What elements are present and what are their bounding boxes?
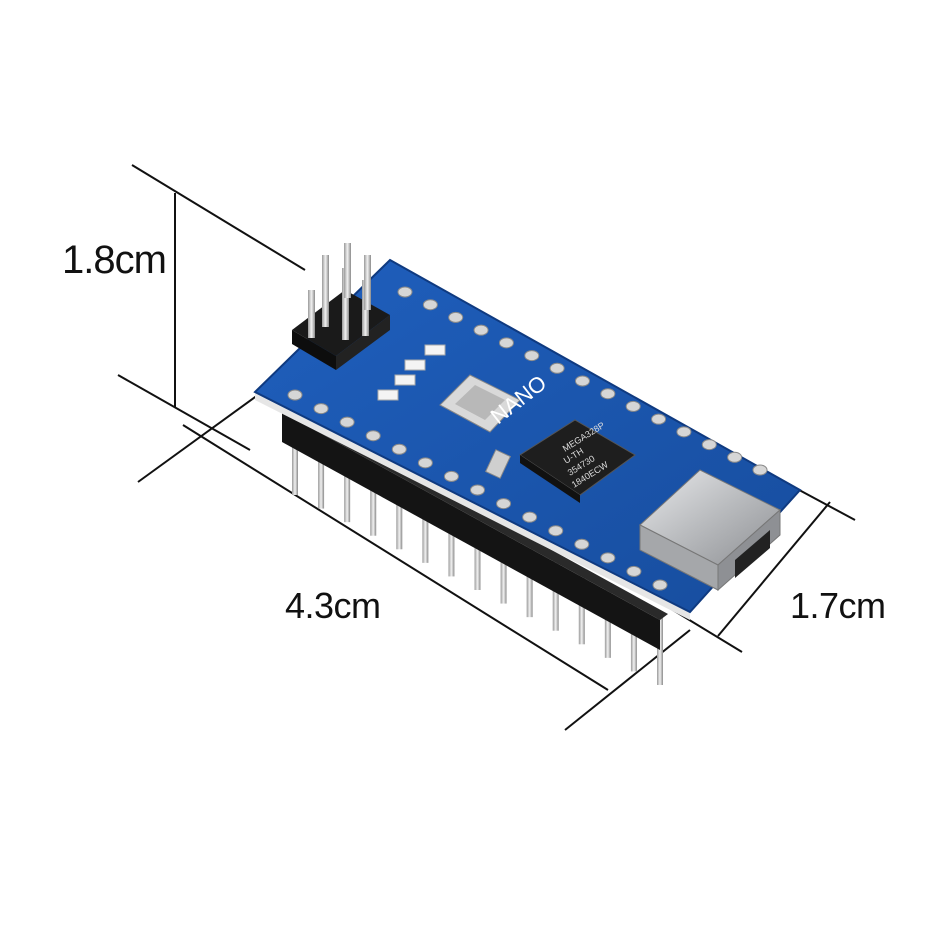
top-pad: [448, 311, 464, 323]
header-pin: [396, 479, 403, 550]
header-pin: [578, 574, 585, 645]
length-dimension-label: 4.3cm: [285, 585, 381, 626]
width-dimension-label: 1.7cm: [790, 585, 886, 626]
reset-button: [439, 374, 521, 433]
header-pin: [370, 465, 377, 536]
bottom-pad: [417, 457, 433, 469]
bottom-header-strip: [282, 412, 660, 650]
bottom-pad: [574, 538, 590, 550]
header-pin: [552, 560, 559, 631]
top-pad: [625, 400, 641, 412]
bottom-pad: [652, 579, 668, 591]
top-pad: [676, 426, 692, 438]
icsp-header: [292, 243, 390, 370]
header-pin: [448, 506, 455, 577]
top-pad: [397, 286, 413, 298]
top-pads: [397, 286, 768, 476]
mcu-chip: MEGA328P U-TH 354730 1840ECW: [519, 419, 636, 503]
top-pad: [701, 439, 717, 451]
top-pad: [422, 299, 438, 311]
arduino-nano-board: MEGA328P U-TH 354730 1840ECW NANO: [253, 243, 802, 685]
bottom-pad: [365, 430, 381, 442]
top-pad: [473, 324, 489, 336]
bottom-pad: [287, 389, 303, 401]
dimension-lines: [117, 164, 856, 731]
bottom-pad: [470, 484, 485, 496]
bottom-pad: [313, 403, 329, 415]
header-pin: [474, 520, 481, 590]
bottom-pads: [287, 389, 668, 591]
bottom-pad: [391, 443, 407, 455]
crystal: [485, 449, 511, 479]
header-pin: [500, 533, 507, 604]
height-dimension-label: 1.8cm: [62, 238, 167, 282]
header-pin: [604, 587, 611, 658]
top-pad: [575, 375, 590, 387]
bottom-pad: [496, 498, 512, 510]
bottom-pad: [522, 511, 538, 523]
header-pin: [526, 547, 533, 618]
header-pin: [422, 492, 429, 563]
header-pin: [630, 601, 637, 672]
header-pin: [318, 438, 325, 509]
bottom-pad: [548, 525, 564, 537]
bottom-pad: [600, 552, 616, 564]
status-leds: [377, 344, 446, 401]
top-pad: [752, 464, 768, 476]
top-pad: [524, 350, 540, 362]
bottom-pad: [626, 565, 642, 577]
pcb-edge: [255, 392, 690, 620]
header-pin: [344, 452, 351, 523]
top-pad: [498, 337, 514, 349]
bottom-pad: [339, 416, 355, 428]
top-pad: [727, 451, 743, 463]
usb-connector: [639, 469, 781, 592]
top-pad: [600, 388, 616, 400]
header-pin: [292, 425, 298, 495]
bottom-pad: [443, 470, 459, 482]
top-pad: [651, 413, 667, 425]
top-pad: [549, 362, 565, 374]
